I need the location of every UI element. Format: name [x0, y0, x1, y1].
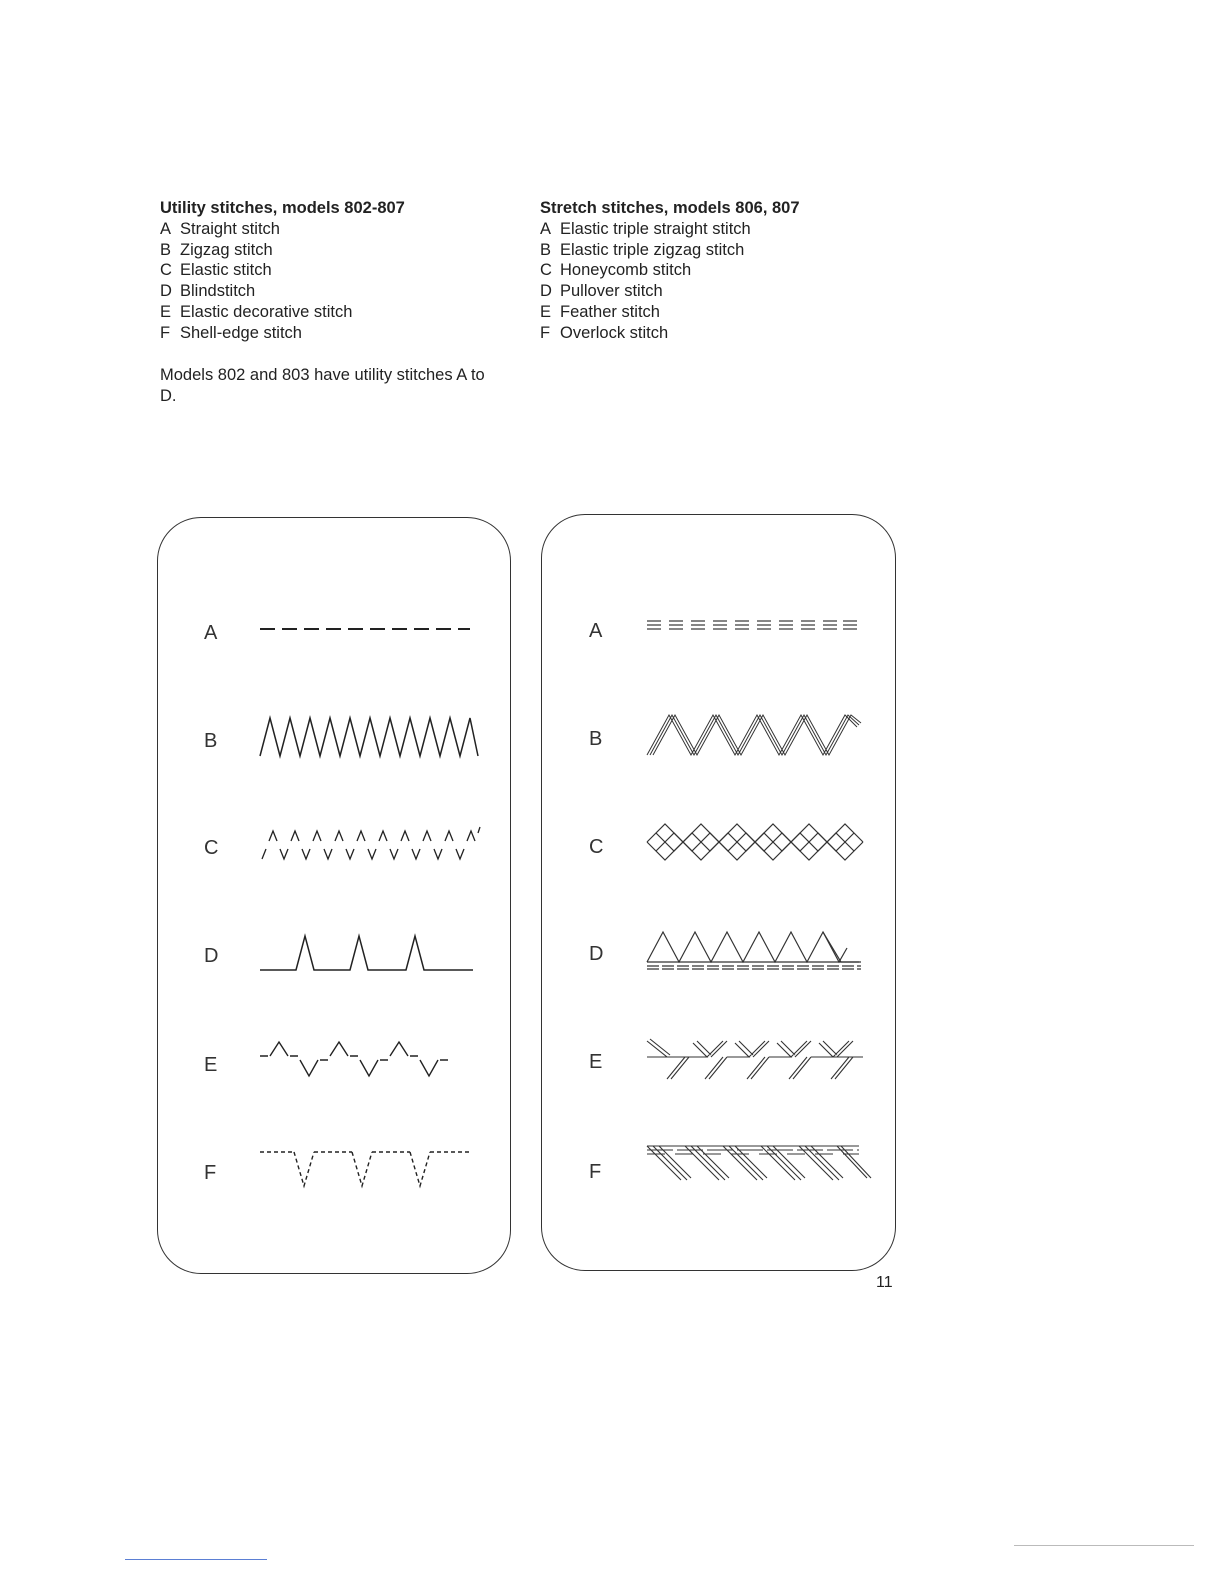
zigzag-stitch-diagram: [259, 715, 479, 759]
item-letter: D: [160, 282, 172, 301]
elastic-triple-straight-stitch-diagram: [647, 620, 857, 630]
utility-stitches-list: Utility stitches, models 802-807 A Straig…: [160, 198, 520, 344]
row-label-e: E: [204, 1054, 218, 1076]
list-item: B Zigzag stitch: [160, 240, 520, 261]
scan-edge-line: [1014, 1545, 1194, 1546]
item-label: Honeycomb stitch: [560, 261, 692, 280]
stretch-heading: Stretch stitches, models 806, 807: [540, 199, 800, 217]
item-letter: E: [160, 302, 172, 321]
honeycomb-stitch-diagram: [646, 823, 864, 861]
utility-heading: Utility stitches, models 802-807: [160, 199, 405, 217]
row-label-c: C: [204, 837, 219, 859]
item-label: Zigzag stitch: [180, 240, 273, 259]
item-letter: F: [540, 323, 551, 342]
item-label: Overlock stitch: [560, 323, 669, 342]
item-letter: B: [540, 240, 552, 259]
item-letter: C: [160, 261, 172, 280]
row-label-c: C: [589, 836, 604, 858]
models-note: Models 802 and 803 have utility stitches…: [160, 366, 485, 405]
item-label: Blindstitch: [180, 282, 256, 301]
row-label-e: E: [589, 1051, 603, 1073]
item-letter: A: [540, 219, 552, 238]
list-item: C Honeycomb stitch: [540, 260, 900, 281]
list-item: D Pullover stitch: [540, 281, 900, 302]
item-label: Feather stitch: [560, 302, 660, 321]
row-label-a: A: [204, 622, 218, 644]
item-letter: C: [540, 261, 552, 280]
overlock-stitch-diagram: [646, 1145, 872, 1181]
row-label-d: D: [204, 945, 219, 967]
stretch-stitches-list: Stretch stitches, models 806, 807 A Elast…: [540, 198, 900, 344]
blindstitch-diagram: [260, 933, 473, 971]
elastic-triple-zigzag-stitch-diagram: [646, 713, 862, 757]
item-letter: B: [160, 240, 172, 259]
item-label: Straight stitch: [180, 219, 280, 238]
blue-underline: [125, 1559, 267, 1560]
pullover-stitch-diagram: [646, 930, 861, 970]
row-label-d: D: [589, 943, 604, 965]
list-item: A Elastic triple straight stitch: [540, 219, 900, 240]
item-label: Elastic decorative stitch: [180, 302, 353, 321]
item-letter: D: [540, 282, 552, 301]
list-item: E Elastic decorative stitch: [160, 302, 520, 323]
row-label-a: A: [589, 620, 603, 642]
elastic-decorative-stitch-diagram: [260, 1040, 448, 1078]
utility-stitch-panel: A B C D E F: [157, 517, 511, 1274]
row-label-f: F: [204, 1162, 217, 1184]
list-item: B Elastic triple zigzag stitch: [540, 240, 900, 261]
item-letter: E: [540, 302, 552, 321]
stretch-stitch-panel: A B C D E F: [541, 514, 896, 1271]
list-item: D Blindstitch: [160, 281, 520, 302]
shell-edge-stitch-diagram: [260, 1151, 470, 1189]
elastic-stitch-diagram: [261, 826, 481, 861]
item-label: Pullover stitch: [560, 282, 663, 301]
straight-stitch-diagram: [260, 628, 470, 630]
list-item: C Elastic stitch: [160, 260, 520, 281]
list-item: A Straight stitch: [160, 219, 520, 240]
item-label: Shell-edge stitch: [180, 323, 302, 342]
item-letter: A: [160, 219, 172, 238]
item-label: Elastic stitch: [180, 261, 272, 280]
item-label: Elastic triple zigzag stitch: [560, 240, 745, 259]
feather-stitch-diagram: [646, 1038, 863, 1080]
row-label-b: B: [589, 728, 603, 750]
item-letter: F: [160, 323, 171, 342]
list-item: F Shell-edge stitch: [160, 323, 520, 344]
row-label-f: F: [589, 1161, 602, 1183]
row-label-b: B: [204, 730, 218, 752]
page-number: 11: [876, 1274, 893, 1291]
list-item: E Feather stitch: [540, 302, 900, 323]
item-label: Elastic triple straight stitch: [560, 219, 751, 238]
list-item: F Overlock stitch: [540, 323, 900, 344]
